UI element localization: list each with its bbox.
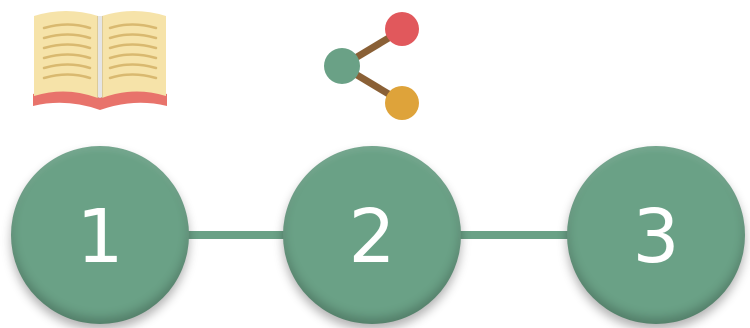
- connector-2-3: [458, 231, 570, 239]
- book-icon: [30, 6, 170, 110]
- book-edge: [33, 89, 167, 110]
- share-node-bottom: [385, 86, 419, 120]
- step-circle-2: 2: [283, 146, 461, 324]
- book-lines-left: [42, 23, 92, 80]
- connector-1-2: [186, 231, 290, 239]
- share-icon: [318, 8, 428, 120]
- step-number-1: 1: [76, 194, 124, 280]
- step-number-3: 3: [632, 194, 680, 280]
- step-circle-3: 3: [567, 146, 745, 324]
- step-number-2: 2: [348, 194, 396, 280]
- book-lines-right: [108, 23, 158, 80]
- share-node-left: [324, 48, 360, 84]
- share-node-top: [385, 12, 419, 46]
- step-circle-1: 1: [11, 146, 189, 324]
